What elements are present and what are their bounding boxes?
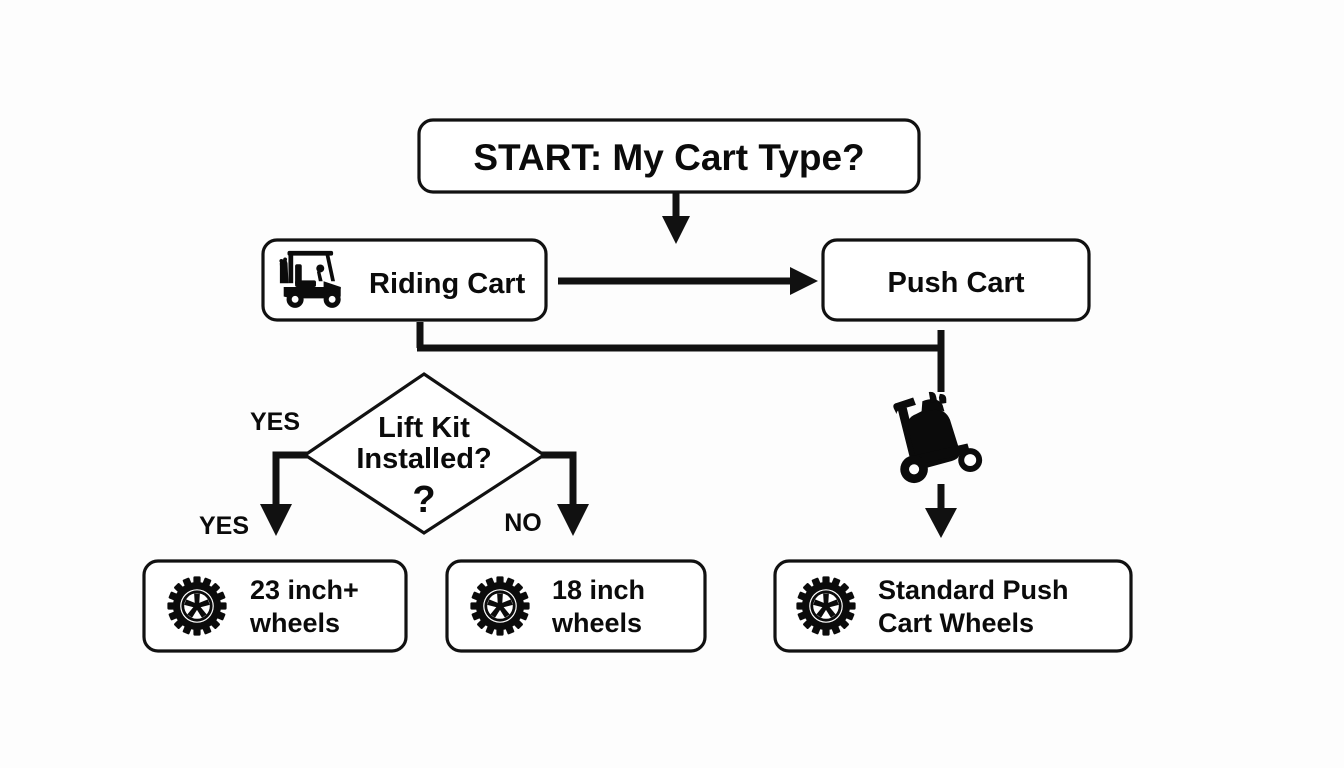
start-box-shape	[417, 118, 921, 194]
decision-question-mark: ?	[412, 479, 435, 521]
result-big-wheels-line2: wheels	[249, 608, 340, 638]
edge-label-yes-lower: YES	[199, 512, 249, 540]
node-push-cart[interactable]: Push Cart	[821, 238, 1091, 322]
tire-icon	[796, 576, 856, 636]
edge-label-no: NO	[504, 509, 542, 537]
connector-riding-to-push	[558, 267, 818, 295]
node-decision-lift-kit[interactable]: Lift Kit Installed? ?	[302, 372, 547, 535]
tire-icon	[167, 576, 227, 636]
decision-diamond-shape	[302, 372, 547, 535]
edge-label-yes-upper: YES	[250, 408, 300, 436]
tire-icon	[470, 576, 530, 636]
push-cart-trolley-icon	[893, 391, 983, 484]
result-push-wheels-line2: Cart Wheels	[878, 608, 1034, 638]
start-label: START: My Cart Type?	[473, 137, 864, 178]
connector-bus	[416, 322, 945, 392]
node-result-std-wheels[interactable]: 18 inch wheels	[445, 559, 707, 653]
node-start[interactable]: START: My Cart Type?	[417, 118, 921, 194]
node-result-push-wheels[interactable]: Standard Push Cart Wheels	[773, 559, 1133, 653]
connector-start-down	[662, 192, 690, 244]
result-std-wheels-line1: 18 inch	[552, 575, 645, 605]
push-cart-box-shape	[821, 238, 1091, 322]
push-cart-label: Push Cart	[888, 267, 1025, 299]
result-std-wheels-line2: wheels	[551, 608, 642, 638]
result-push-wheels-box-shape	[773, 559, 1133, 653]
connector-no-branch	[541, 451, 589, 536]
decision-label-line1: Lift Kit	[378, 412, 470, 444]
result-big-wheels-line1: 23 inch+	[250, 575, 359, 605]
connector-yes-branch	[260, 451, 308, 536]
decision-label-line2: Installed?	[356, 443, 491, 475]
node-riding-cart[interactable]: Riding Cart	[261, 238, 548, 322]
node-result-big-wheels[interactable]: 23 inch+ wheels	[142, 559, 408, 653]
result-push-wheels-line1: Standard Push	[878, 575, 1069, 605]
connector-push-result	[925, 484, 957, 538]
riding-cart-label: Riding Cart	[369, 268, 526, 300]
